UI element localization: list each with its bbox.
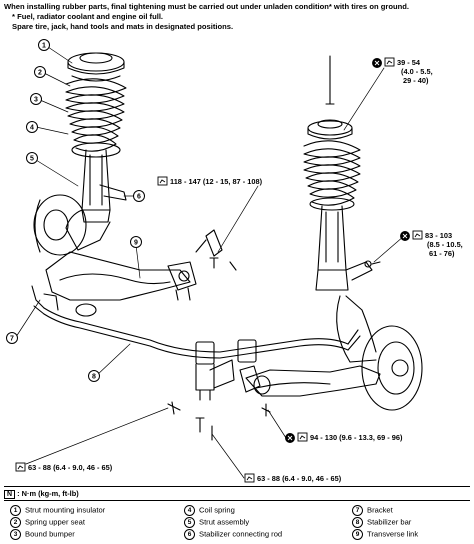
torque-spec-top-right: 39 - 54 (4.0 - 5.5, 29 - 40) [397, 58, 433, 85]
callout-4: 4 [26, 121, 38, 133]
unit-note-text: : N·m (kg-m, ft-lb) [17, 489, 79, 498]
torque-spec-bottom-mid: 63 - 88 (6.4 - 9.0, 46 - 65) [257, 474, 342, 483]
right-strut-assembly [303, 55, 423, 411]
torque-spec-right-mid: 83 - 103 (8.5 - 10.5, 61 - 76) [425, 231, 463, 258]
svg-text:3: 3 [34, 97, 38, 104]
torque-spec-top-right-line-2: (4.0 - 5.5, [401, 67, 433, 76]
instruction-header: When installing rubber parts, final tigh… [4, 2, 470, 32]
torque-icons [15, 57, 423, 483]
center-brackets [195, 229, 235, 401]
svg-text:5: 5 [30, 156, 34, 163]
svg-text:7: 7 [10, 336, 14, 343]
callout-7: 7 [6, 332, 18, 344]
torque-spec-top-right-line-3: 29 - 40) [403, 76, 429, 85]
callout-6: 6 [133, 190, 145, 202]
torque-icon-bottom-center [285, 432, 308, 443]
instruction-line-2: * Fuel, radiator coolant and engine oil … [12, 12, 164, 21]
callout-1: 1 [38, 39, 50, 51]
callout-2: 2 [34, 66, 46, 78]
torque-icon-top-right [372, 57, 395, 68]
torque-spec-bottom-left: 63 - 88 (6.4 - 9.0, 46 - 65) [28, 463, 113, 472]
torque-icon-center [157, 176, 168, 186]
svg-text:9: 9 [134, 240, 138, 247]
callout-5: 5 [26, 152, 38, 164]
torque-spec-right-mid-line-2: (8.5 - 10.5, [427, 240, 463, 249]
legend-divider [4, 500, 470, 501]
torque-icon-bottom-left [15, 462, 26, 472]
svg-text:2: 2 [38, 70, 42, 77]
callout-9: 9 [130, 236, 142, 248]
svg-text:1: 1 [42, 43, 46, 50]
torque-icon-right-mid [400, 230, 423, 241]
right-transverse-link [239, 365, 381, 397]
torque-spec-bottom-center: 94 - 130 (9.6 - 13.3, 69 - 96) [310, 433, 403, 442]
callouts: 1 2 3 4 5 6 9 7 8 [6, 39, 145, 382]
svg-text:4: 4 [30, 125, 34, 132]
torque-spec-top-right-line-1: 39 - 54 [397, 58, 421, 67]
svg-text:8: 8 [92, 374, 96, 381]
torque-icon-bottom-mid [244, 473, 255, 483]
instruction-line-3: Spare tire, jack, hand tools and mats in… [12, 22, 234, 31]
instruction-line-1: When installing rubber parts, final tigh… [4, 2, 410, 11]
left-transverse-link [45, 251, 197, 317]
left-strut-assembly [33, 52, 127, 256]
unit-note: N : N·m (kg-m, ft-lb) [4, 489, 79, 499]
torque-spec-right-mid-line-1: 83 - 103 [425, 231, 453, 240]
torque-wrench-icon: N [4, 490, 16, 499]
callout-8: 8 [88, 370, 100, 382]
torque-spec-center: 118 - 147 (12 - 15, 87 - 108) [170, 177, 263, 186]
bolts [167, 257, 381, 441]
svg-text:6: 6 [137, 194, 141, 201]
legend-top-divider [4, 486, 470, 487]
torque-spec-right-mid-line-3: 61 - 76) [429, 249, 455, 258]
stabilizer-bar [31, 285, 361, 365]
callout-3: 3 [30, 93, 42, 105]
